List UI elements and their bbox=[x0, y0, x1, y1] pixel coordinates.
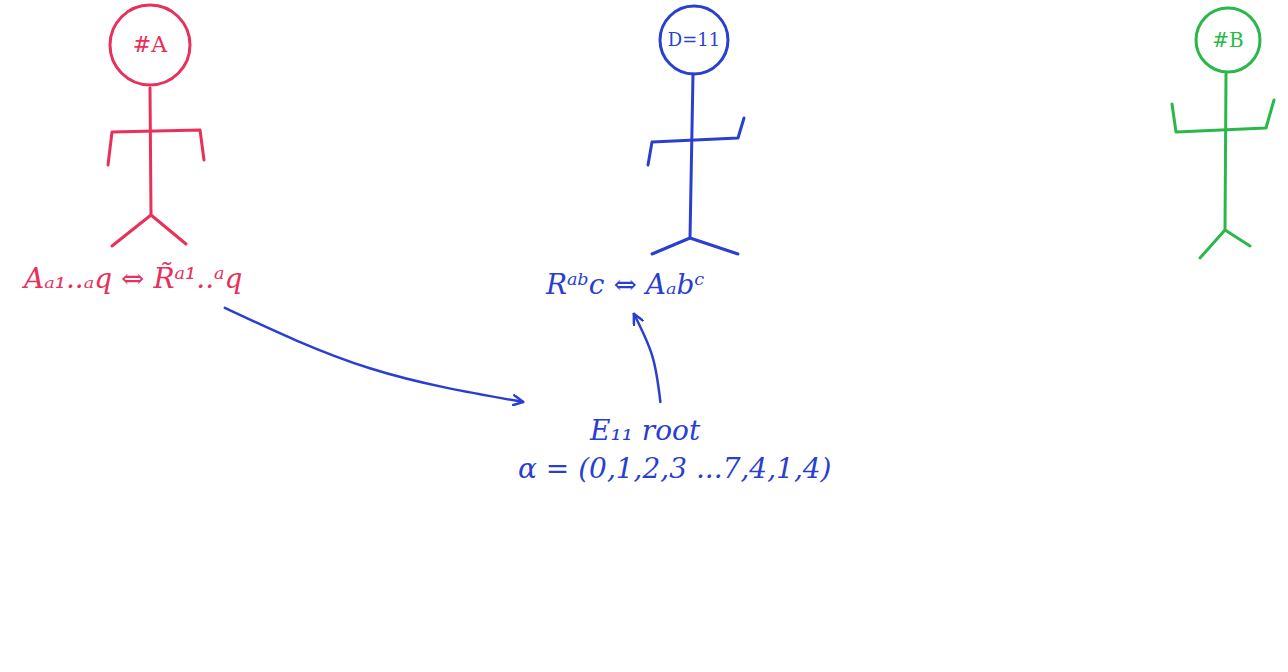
root-label: E₁₁ rootα = (0,1,2,3 ...7,4,1,4) bbox=[512, 408, 838, 492]
formula-text: Aₐ₁..ₐq ⇔ R̃ᵃ¹..ᵃq bbox=[24, 260, 243, 298]
formula-line: α = (0,1,2,3 ...7,4,1,4) bbox=[518, 450, 832, 488]
red-figure bbox=[108, 88, 204, 246]
formula-text: E₁₁ root bbox=[590, 412, 832, 450]
arrow-connector bbox=[225, 308, 523, 402]
blue-figure bbox=[648, 74, 744, 254]
head-label: D=11 bbox=[668, 28, 720, 52]
head-outline bbox=[110, 5, 190, 85]
figure-body bbox=[1225, 74, 1226, 230]
head-circle: D=11 bbox=[658, 4, 730, 76]
head-circle: #B bbox=[1194, 6, 1262, 74]
head-label: #A bbox=[133, 30, 167, 60]
figure-body bbox=[150, 88, 151, 215]
figure-legs bbox=[652, 238, 738, 254]
formula-text: Rᵃᵇc ⇔ Aₐbᶜ bbox=[546, 266, 704, 304]
figure-body bbox=[690, 74, 693, 238]
figure-legs bbox=[112, 215, 186, 246]
figure-arms bbox=[108, 130, 204, 165]
head-label: #B bbox=[1212, 27, 1243, 54]
head-outline bbox=[1196, 8, 1260, 72]
formula-label: Aₐ₁..ₐq ⇔ R̃ᵃ¹..ᵃq bbox=[18, 256, 249, 302]
arrow-connector bbox=[634, 314, 661, 402]
figure-legs bbox=[1200, 230, 1250, 258]
figure-arms bbox=[648, 118, 744, 165]
formula-label: Rᵃᵇc ⇔ Aₐbᶜ bbox=[540, 262, 710, 308]
figure-arms bbox=[1172, 100, 1274, 132]
head-outline bbox=[660, 6, 728, 74]
green-figure bbox=[1172, 74, 1274, 258]
head-circle: #A bbox=[108, 3, 192, 87]
